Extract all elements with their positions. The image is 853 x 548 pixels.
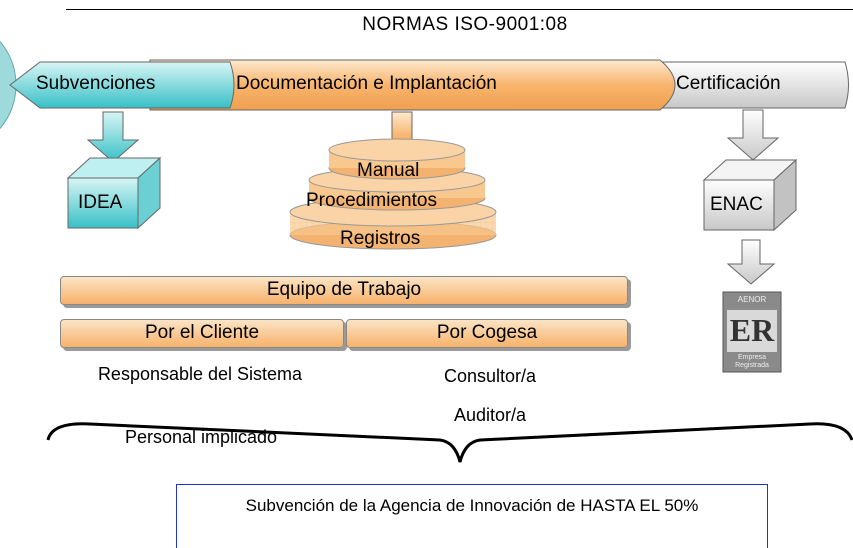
certificacion-label: Certificación <box>676 73 781 94</box>
enac-label: ENAC <box>710 194 763 215</box>
down-arrow-logo <box>726 239 776 285</box>
logo-top-text: AENOR <box>737 295 767 304</box>
personal-text: Personal implicado <box>124 427 278 447</box>
aenor-logo <box>722 291 782 373</box>
page-title: NORMAS ISO-9001:08 <box>362 14 568 35</box>
auditor-text: Auditor/a <box>453 405 527 425</box>
documentacion-arrow-shape <box>149 59 676 111</box>
subvenciones-label: Subvenciones <box>36 73 156 94</box>
equipo-box: Equipo de Trabajo <box>60 276 628 305</box>
logo-mark: ER <box>729 312 775 348</box>
consultor-text: Consultor/a <box>443 366 537 386</box>
stack-label-registros: Registros <box>340 228 421 249</box>
callout-text: Subvención de la Agencia de Innovación d… <box>245 496 699 515</box>
stack-label-procedimientos: Procedimientos <box>306 190 437 211</box>
cliente-box: Por el Cliente <box>60 319 344 348</box>
document-stack <box>289 138 497 250</box>
brace-shape <box>46 422 853 463</box>
stack-label-manual: Manual <box>357 160 420 181</box>
subvencion-callout: Subvención de la Agencia de Innovación d… <box>176 484 768 548</box>
down-arrow-enac <box>726 109 780 161</box>
responsable-text: Responsable del Sistema <box>97 364 303 384</box>
top-rule <box>66 9 853 10</box>
down-arrow-idea <box>86 111 140 163</box>
cogesa-box: Por Cogesa <box>346 319 628 348</box>
idea-label: IDEA <box>78 192 123 213</box>
documentacion-label: Documentación e Implantación <box>236 73 497 94</box>
idea-cube <box>66 156 162 230</box>
subvenciones-arrow-shape <box>9 61 235 109</box>
enac-cube <box>702 158 798 232</box>
logo-bottom-text: Empresa Registrada <box>735 354 769 369</box>
